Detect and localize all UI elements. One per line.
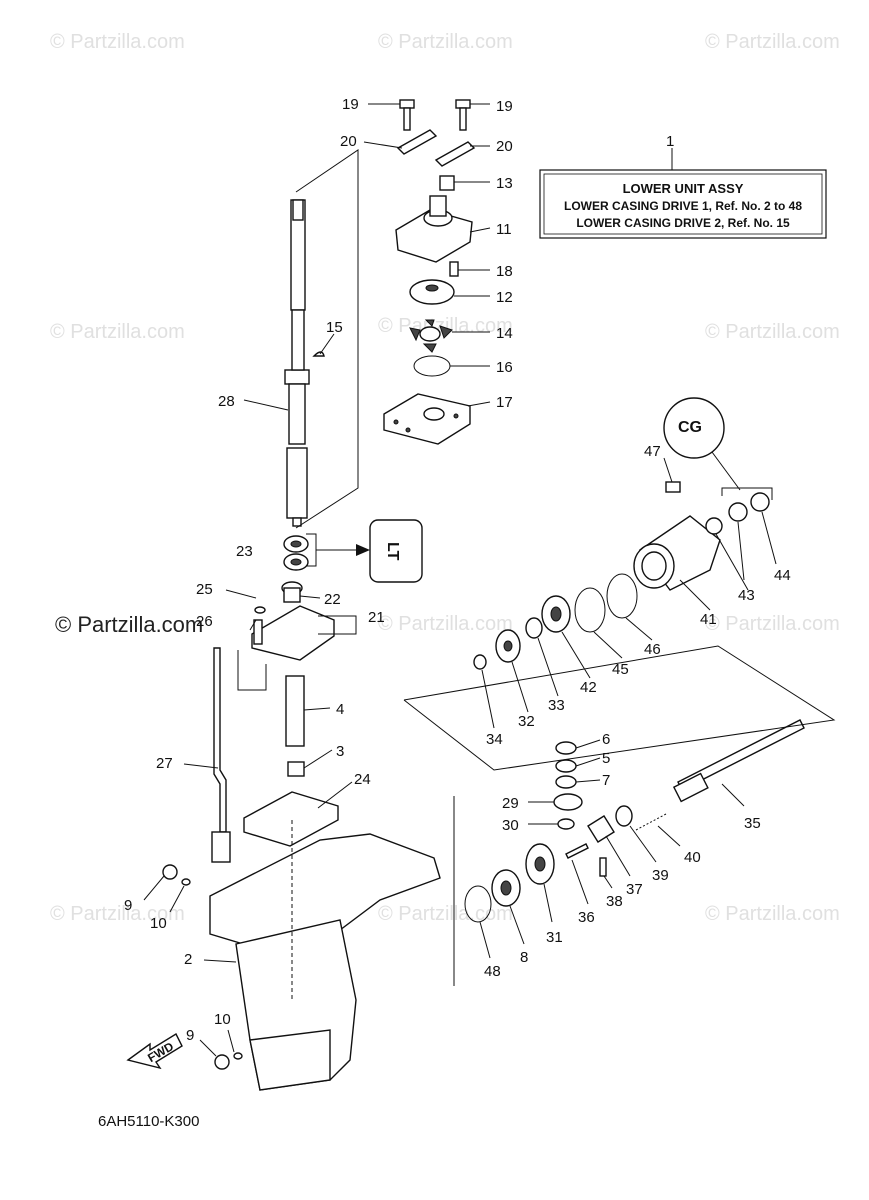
callout-36: 36 — [578, 909, 595, 926]
callout-22: 22 — [324, 591, 341, 608]
callout-21: 21 — [368, 609, 385, 626]
callout-8: 8 — [520, 949, 528, 966]
bearing-23: LT — [283, 519, 423, 583]
callout-48: 48 — [484, 963, 501, 980]
callout-11: 11 — [496, 221, 512, 238]
callout-42: 42 — [580, 679, 597, 696]
callout-26: 26 — [196, 613, 213, 630]
callout-24: 24 — [354, 771, 371, 788]
callout-37: 37 — [626, 881, 643, 898]
callout-33: 33 — [548, 697, 565, 714]
callout-27: 27 — [156, 755, 173, 772]
callout-18: 18 — [496, 263, 513, 280]
propeller-shaft-assembly: CG — [464, 397, 805, 923]
callout-14: 14 — [496, 325, 513, 342]
callout-44: 44 — [774, 567, 791, 584]
watermark: © Partzilla.com — [50, 321, 185, 343]
info-box-line1: LOWER CASING DRIVE 1, Ref. No. 2 to 48 — [564, 199, 802, 213]
callout-19: 19 — [342, 96, 359, 113]
callout-47: 47 — [644, 443, 661, 460]
callout-12: 12 — [496, 289, 513, 306]
callout-10: 10 — [150, 915, 167, 932]
callout-34: 34 — [486, 731, 503, 748]
watermark: © Partzilla.com — [705, 321, 840, 343]
callout-13: 13 — [496, 175, 513, 192]
callout-41: 41 — [700, 611, 717, 628]
callout-39: 39 — [652, 867, 669, 884]
callout-29: 29 — [502, 795, 519, 812]
callout-9: 9 — [124, 897, 132, 914]
callout-43: 43 — [738, 587, 755, 604]
lt-sealant-label: LT — [384, 542, 401, 561]
watermark: © Partzilla.com — [705, 613, 840, 635]
callout-20: 20 — [496, 138, 513, 155]
watermark: © Partzilla.com — [378, 903, 513, 925]
watermark-group: © Partzilla.com © Partzilla.com © Partzi… — [50, 31, 840, 925]
callout-7: 7 — [602, 772, 610, 789]
callout-20: 20 — [340, 133, 357, 150]
fwd-arrow-icon: FWD — [126, 1033, 183, 1070]
callout-31: 31 — [546, 929, 563, 946]
callout-labels: 19 19 20 20 13 11 18 12 14 16 17 15 28 4… — [124, 96, 791, 1044]
watermark: © Partzilla.com — [705, 903, 840, 925]
callout-40: 40 — [684, 849, 701, 866]
callout-17: 17 — [496, 394, 513, 411]
callout-5: 5 — [602, 750, 610, 767]
drive-shaft — [284, 199, 310, 527]
info-box-title: LOWER UNIT ASSY — [623, 181, 744, 196]
callout-19: 19 — [496, 98, 513, 115]
callout-35: 35 — [744, 815, 761, 832]
lower-unit-assy-box: LOWER UNIT ASSY LOWER CASING DRIVE 1, Re… — [539, 148, 827, 239]
callout-9: 9 — [186, 1027, 194, 1044]
watermark: © Partzilla.com — [705, 31, 840, 53]
callout-1: 1 — [666, 133, 674, 150]
callout-30: 30 — [502, 817, 519, 834]
callout-3: 3 — [336, 743, 344, 760]
callout-6: 6 — [602, 731, 610, 748]
callout-23: 23 — [236, 543, 253, 560]
callout-15: 15 — [326, 319, 343, 336]
water-pump-group — [383, 99, 476, 445]
callout-25: 25 — [196, 581, 213, 598]
lower-casing — [209, 820, 441, 1091]
callout-45: 45 — [612, 661, 629, 678]
watermark: © Partzilla.com — [378, 613, 513, 635]
watermark: © Partzilla.com — [50, 903, 185, 925]
watermark-prominent: © Partzilla.com — [55, 612, 203, 637]
leader-lines — [143, 103, 777, 1057]
cg-sealant-label: CG — [678, 419, 702, 436]
callout-28: 28 — [218, 393, 235, 410]
callout-16: 16 — [496, 359, 513, 376]
callout-38: 38 — [606, 893, 623, 910]
watermark: © Partzilla.com — [50, 31, 185, 53]
callout-2: 2 — [184, 951, 192, 968]
callout-46: 46 — [644, 641, 661, 658]
callout-32: 32 — [518, 713, 535, 730]
callout-10: 10 — [214, 1011, 231, 1028]
watermark: © Partzilla.com — [378, 31, 513, 53]
info-box-line2: LOWER CASING DRIVE 2, Ref. No. 15 — [576, 216, 790, 230]
callout-4: 4 — [336, 701, 344, 718]
diagram-code: 6AH5110-K300 — [98, 1113, 199, 1130]
bearing-housing — [237, 581, 357, 691]
